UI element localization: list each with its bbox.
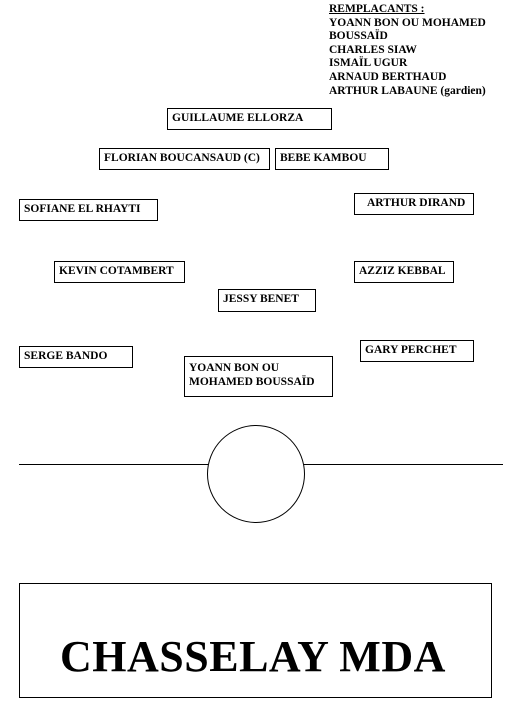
player-right-midfielder: AZZIZ KEBBAL <box>354 261 454 283</box>
player-striker-line1: YOANN BON OU <box>189 362 280 374</box>
player-defensive-midfielder: JESSY BENET <box>218 289 316 312</box>
substitute-entry: BOUSSAÏD <box>329 30 388 43</box>
player-striker-line2: MOHAMED BOUSSAÏD <box>189 376 315 388</box>
substitute-entry: ARTHUR LABAUNE (gardien) <box>329 84 486 97</box>
player-right-back: ARTHUR DIRAND <box>354 193 474 215</box>
substitute-entry: ARNAUD BERTHAUD <box>329 70 447 83</box>
player-striker: YOANN BON OU MOHAMED BOUSSAÏD <box>184 356 333 397</box>
player-right-winger: GARY PERCHET <box>360 340 474 362</box>
player-center-back-right: BEBE KAMBOU <box>275 148 389 170</box>
center-circle <box>207 425 305 523</box>
substitute-entry: YOANN BON OU MOHAMED <box>329 16 486 29</box>
substitutes-title: REMPLACANTS : <box>329 3 425 15</box>
team-name: CHASSELAY MDA <box>60 632 446 681</box>
player-center-back-left: FLORIAN BOUCANSAUD (C) <box>99 148 270 170</box>
substitutes-list: REMPLACANTS : YOANN BON OU MOHAMED BOUSS… <box>329 3 486 98</box>
substitute-entry: ISMAÏL UGUR <box>329 57 408 70</box>
substitute-entry: CHARLES SIAW <box>329 43 417 56</box>
player-left-back: SOFIANE EL RHAYTI <box>19 199 158 221</box>
player-left-midfielder: KEVIN COTAMBERT <box>54 261 185 283</box>
player-left-winger: SERGE BANDO <box>19 346 133 368</box>
team-banner: CHASSELAY MDA <box>19 583 492 698</box>
player-goalkeeper: GUILLAUME ELLORZA <box>167 108 332 130</box>
